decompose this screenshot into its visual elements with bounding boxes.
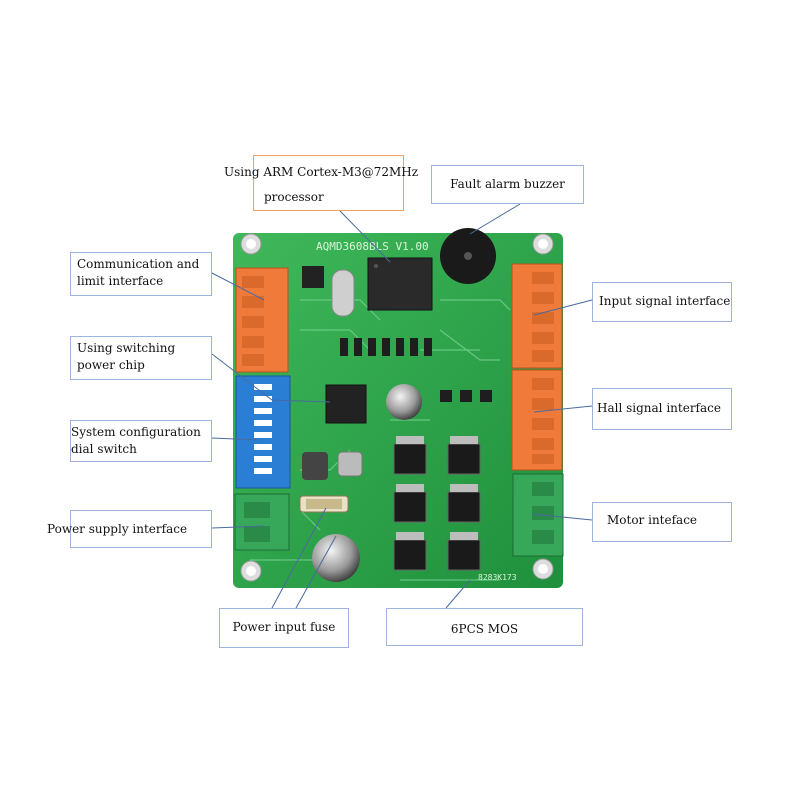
buzzer-callout: Fault alarm buzzer (431, 165, 584, 204)
mounting-hole (240, 233, 262, 255)
motor-callout-line1: Motor inteface (607, 513, 698, 527)
dial-switch-callout-line1: System configuration (71, 425, 201, 439)
dial-switch-callout-line2: dial switch (71, 442, 137, 456)
communication-callout-line1: Communication and (77, 257, 200, 271)
switching-chip-callout-line1: Using switching (77, 341, 176, 355)
processor-callout-line2: processor (264, 190, 324, 204)
switching-power-chip (325, 384, 367, 424)
communication-callout: Communication and limit interface (70, 252, 212, 296)
communication-callout-line2: limit interface (77, 274, 164, 288)
input-signal-callout-line1: Input signal interface (599, 294, 731, 308)
crystal-oscillator (331, 269, 355, 317)
processor-chip (367, 257, 433, 311)
communication-terminal-block (235, 267, 289, 373)
leader-lines (209, 203, 593, 609)
mounting-hole (240, 560, 262, 582)
buzzer-callout-line1: Fault alarm buzzer (450, 177, 565, 191)
fuse-callout-line1: Power input fuse (232, 620, 336, 634)
power-supply-callout: Power supply interface (47, 510, 212, 548)
mounting-hole (532, 233, 554, 255)
small-chip (302, 266, 324, 288)
input-signal-callout: Input signal interface (592, 282, 732, 322)
mounting-hole (532, 558, 554, 580)
electrolytic-capacitor (386, 384, 422, 420)
mos-transistor-group (393, 436, 481, 571)
dip-switch (235, 375, 291, 489)
hall-signal-callout: Hall signal interface (592, 388, 732, 430)
fuse-callout: Power input fuse (219, 608, 349, 648)
motor-callout: Motor inteface (592, 502, 732, 542)
dial-switch-callout: System configuration dial switch (70, 420, 212, 462)
fuse (299, 495, 349, 513)
power-supply-callout-line1: Power supply interface (47, 522, 188, 536)
board-serial: 8283K173 (478, 573, 517, 582)
mos-callout: 6PCS MOS (386, 608, 583, 646)
transistor-row (340, 338, 492, 402)
power-supply-terminal-block (234, 493, 290, 551)
mos-callout-line1: 6PCS MOS (450, 622, 519, 636)
board-title: AQMD3608BLS V1.00 (316, 240, 429, 253)
switching-chip-callout: Using switching power chip (70, 336, 212, 380)
hall-signal-callout-line1: Hall signal interface (597, 401, 721, 415)
inductor (302, 452, 328, 480)
small-capacitor (337, 451, 363, 477)
hall-signal-terminal-block (511, 369, 563, 471)
input-signal-terminal-block (511, 263, 563, 369)
motor-terminal-block (512, 473, 564, 557)
switching-chip-callout-line2: power chip (77, 358, 145, 372)
processor-callout-line1: Using ARM Cortex-M3@72MHz (224, 165, 419, 179)
processor-callout: Using ARM Cortex-M3@72MHz processor (224, 155, 418, 211)
power-capacitor (312, 534, 360, 582)
buzzer (440, 228, 496, 284)
